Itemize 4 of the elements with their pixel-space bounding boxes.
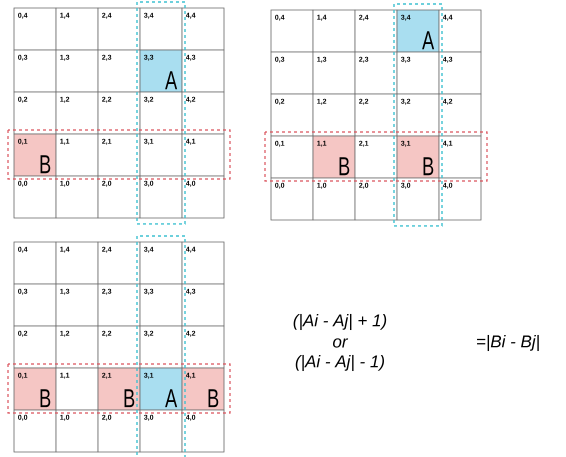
formula-text: (|Ai - Aj| + 1): [294, 314, 386, 330]
formula-text: =|Bi - Bj|: [477, 334, 539, 352]
formula-text: (|Ai - Aj| - 1): [296, 354, 384, 372]
formula-text: or: [333, 338, 348, 348]
